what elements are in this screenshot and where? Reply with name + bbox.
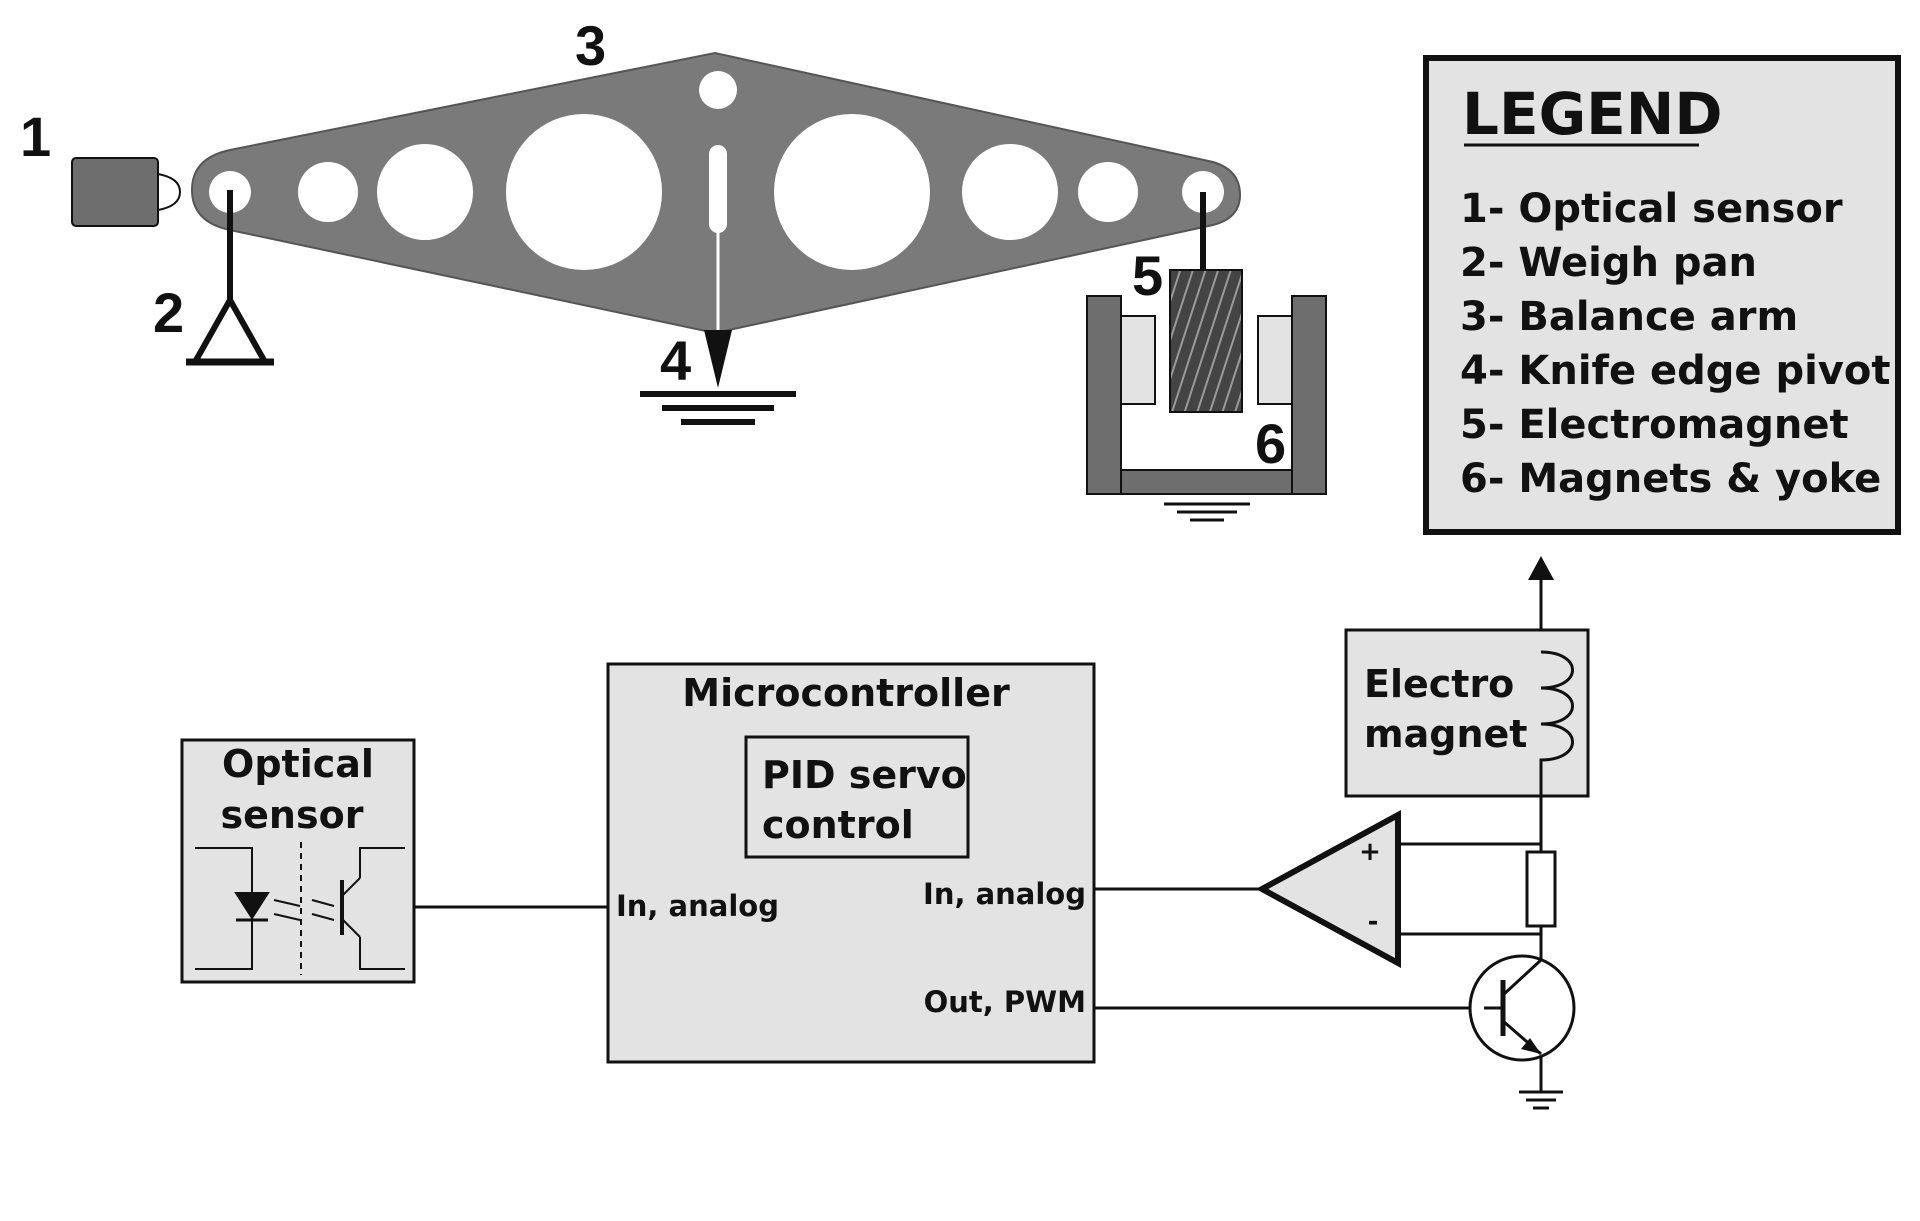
optical-sensor-title-2: sensor [221,793,364,837]
legend-item-6: 6- Magnets & yoke [1460,456,1881,502]
legend-title: LEGEND [1462,80,1723,148]
optical-sensor-icon [71,157,182,227]
electromagnet-title-2: magnet [1364,712,1527,756]
optical-sensor-block: Optical sensor [180,738,416,984]
pid-title-1: PID servo [762,753,967,797]
label-5: 5 [1132,244,1163,307]
port-in-analog-right: In, analog [923,877,1086,911]
opamp-plus-label: + [1359,837,1381,867]
electromagnet-coil-icon [1169,192,1243,413]
arrow-up-icon [1528,556,1554,580]
resistor-icon [1525,850,1557,928]
optical-sensor-title-1: Optical [222,742,374,786]
magnet-yoke-icon [1086,295,1327,495]
control-circuit: Optical sensor [180,556,1590,1110]
port-out-pwm: Out, PWM [924,985,1086,1019]
legend-item-4: 4- Knife edge pivot [1460,348,1890,394]
ground-icon [1519,1090,1563,1110]
label-4: 4 [660,329,691,392]
optocoupler-icon [195,842,405,975]
inductor-icon [1539,650,1574,796]
electromagnet-title-1: Electro [1364,662,1514,706]
port-in-analog-left: In, analog [616,889,779,923]
legend-item-3: 3- Balance arm [1460,294,1798,340]
electromagnet-block: Electro magnet [1344,628,1590,798]
legend-box: LEGEND 1- Optical sensor 2- Weigh pan 3-… [1423,55,1901,535]
balance-mechanism: 1 2 3 4 5 6 [20,14,1327,522]
label-3: 3 [575,14,606,77]
label-2: 2 [153,281,184,344]
weigh-pan-icon [186,190,274,366]
op-amp-icon: + - [1255,809,1401,969]
opamp-minus-label: - [1368,907,1379,937]
label-6: 6 [1255,412,1286,475]
knife-edge-pivot-icon [640,330,796,425]
pid-title-2: control [762,803,914,847]
legend-item-1: 1- Optical sensor [1460,186,1843,232]
microcontroller-block: Microcontroller PID servo control In, an… [606,662,1096,1064]
legend-item-2: 2- Weigh pan [1460,240,1757,286]
label-1: 1 [20,105,51,168]
legend-item-5: 5- Electromagnet [1460,402,1849,448]
microcontroller-title: Microcontroller [682,671,1010,715]
balance-arm [190,51,1242,335]
ground-icon [1164,502,1250,522]
npn-transistor-icon [1468,954,1576,1062]
